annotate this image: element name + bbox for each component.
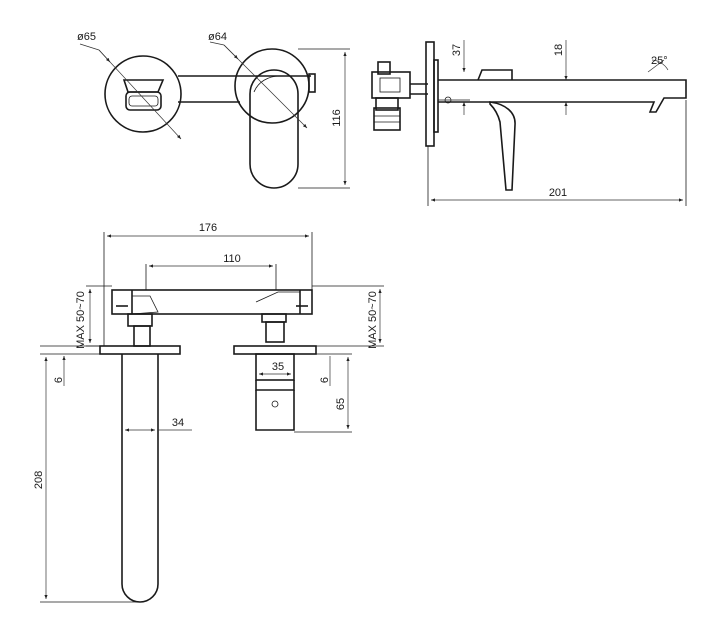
wall-depth-right-label: MAX 50~70 [367,291,379,349]
spout-length-label: 208 [33,471,45,489]
spout-wall-plate [99,345,181,355]
top-view: 176 110 MAX 50~70 MAX 50~70 6 6 35 [33,222,384,603]
spout-diameter-label: ø65 [77,31,96,43]
spout-thickness-label: 18 [553,44,565,56]
handle-knob [255,353,295,431]
height-label: 116 [331,109,343,127]
spout-rosette [104,55,182,133]
rosette-offset-label: 37 [451,44,463,56]
overall-width-label: 176 [199,222,217,234]
plate-right-label: 6 [319,377,331,383]
handle-diameter-label: ø64 [208,31,227,43]
top-dimensions: 176 110 MAX 50~70 MAX 50~70 6 6 35 [33,222,384,603]
spout-angle-label: 25° [651,55,668,67]
connecting-body [178,73,316,103]
front-dimensions: ø65 ø64 116 [77,31,350,189]
spout-width-label: 34 [172,417,184,429]
side-dimensions: 37 18 25° 201 [427,40,687,206]
wall-plate [425,41,470,147]
spout-profile [438,69,687,191]
projection-label: 201 [549,187,567,199]
spout-top [121,354,159,603]
handle-rosette [234,48,310,189]
knob-length-label: 65 [335,398,347,410]
knob-width-label: 35 [272,361,284,373]
concealed-body [111,289,313,347]
center-distance-label: 110 [223,253,241,265]
wall-depth-left-label: MAX 50~70 [75,291,87,349]
plate-left-label: 6 [53,377,65,383]
handle-wall-plate [233,345,317,355]
side-view: 37 18 25° 201 [371,40,687,206]
front-view: ø65 ø64 116 [77,31,350,189]
valve-body [371,61,428,131]
